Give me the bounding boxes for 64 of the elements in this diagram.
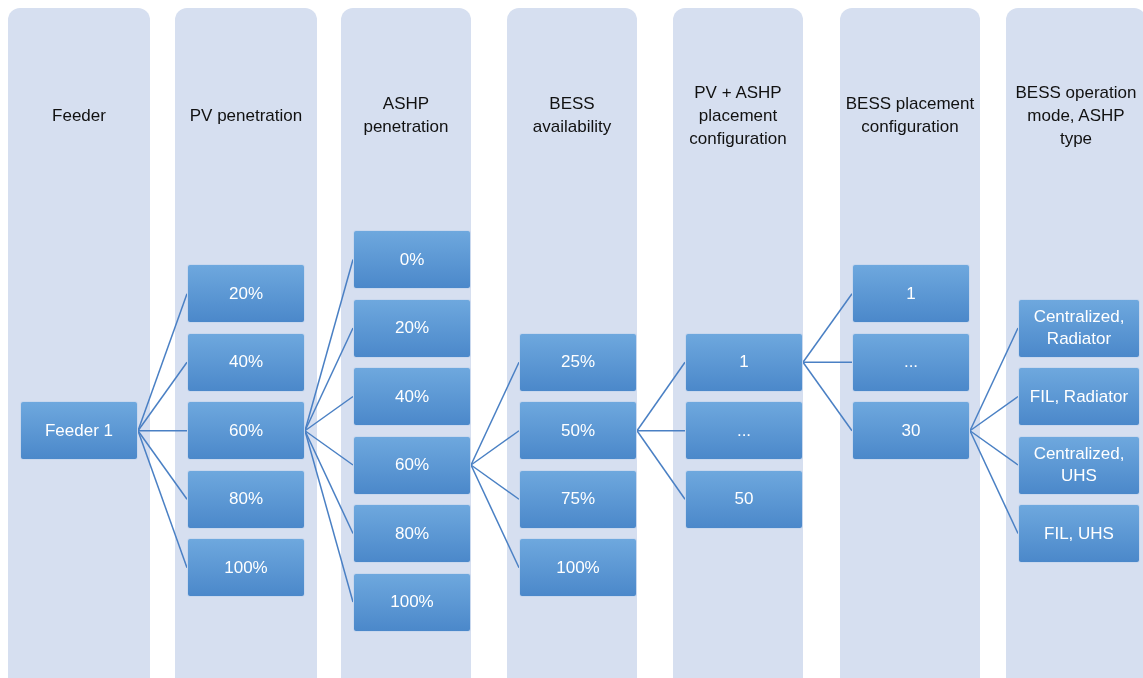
- option-box: 80%: [353, 504, 471, 563]
- option-box: 40%: [353, 367, 471, 426]
- option-box: FIL, UHS: [1018, 504, 1140, 563]
- option-box: 100%: [353, 572, 471, 632]
- option-box: 80%: [187, 469, 305, 529]
- option-box: 40%: [187, 332, 305, 392]
- option-box: Feeder 1: [20, 401, 138, 461]
- column-heading: ASHP penetration: [362, 93, 450, 138]
- column-heading: Feeder: [52, 104, 106, 127]
- column-band: [507, 8, 637, 678]
- connector-line: [969, 327, 1019, 432]
- option-box: 50: [685, 469, 803, 529]
- connector-line: [969, 430, 1019, 466]
- connector-line: [636, 361, 686, 432]
- option-box: 0%: [353, 230, 471, 289]
- column-heading: PV + ASHP placement configuration: [688, 81, 788, 150]
- option-box: 50%: [519, 401, 637, 461]
- connector-line: [470, 464, 520, 569]
- column-heading: BESS availability: [531, 93, 613, 138]
- connector-line: [802, 361, 853, 363]
- option-box: 60%: [187, 401, 305, 461]
- connector-line: [304, 430, 354, 603]
- connector-line: [802, 293, 853, 363]
- connector-line: [137, 430, 188, 500]
- option-box: ...: [852, 332, 970, 392]
- column-band: [840, 8, 980, 678]
- connector-line: [470, 361, 520, 466]
- column-heading: BESS placement configuration: [844, 93, 976, 138]
- connector-line: [969, 395, 1019, 432]
- option-box: ...: [685, 401, 803, 461]
- option-box: 1: [685, 332, 803, 392]
- connector-line: [969, 430, 1019, 535]
- connector-line: [137, 293, 188, 432]
- connector-line: [636, 430, 686, 432]
- option-box: FIL, Radiator: [1018, 367, 1140, 426]
- connector-line: [137, 430, 188, 569]
- column-band: [8, 8, 150, 678]
- option-box: 100%: [519, 538, 637, 598]
- column-band: [673, 8, 803, 678]
- connector-line: [470, 430, 520, 466]
- option-box: 75%: [519, 469, 637, 529]
- column-band: [175, 8, 317, 678]
- option-box: 20%: [353, 298, 471, 358]
- option-box: 100%: [187, 538, 305, 598]
- column-band: [341, 8, 471, 678]
- connector-line: [304, 430, 354, 466]
- option-box: 20%: [187, 264, 305, 324]
- column-heading: BESS operation mode, ASHP type: [1014, 81, 1138, 150]
- connector-line: [470, 464, 520, 500]
- column-heading: PV penetration: [189, 104, 303, 127]
- connector-line: [304, 430, 354, 535]
- connector-line: [137, 361, 188, 432]
- connector-line: [137, 430, 188, 432]
- connector-line: [304, 395, 354, 432]
- option-box: 60%: [353, 435, 471, 495]
- option-box: Centralized, UHS: [1018, 435, 1140, 495]
- option-box: 25%: [519, 332, 637, 392]
- connector-line: [802, 361, 853, 432]
- option-box: 30: [852, 401, 970, 461]
- option-box: Centralized, Radiator: [1018, 298, 1140, 358]
- connector-line: [304, 327, 354, 432]
- option-box: 1: [852, 264, 970, 324]
- connector-line: [636, 430, 686, 500]
- column-band: [1006, 8, 1143, 678]
